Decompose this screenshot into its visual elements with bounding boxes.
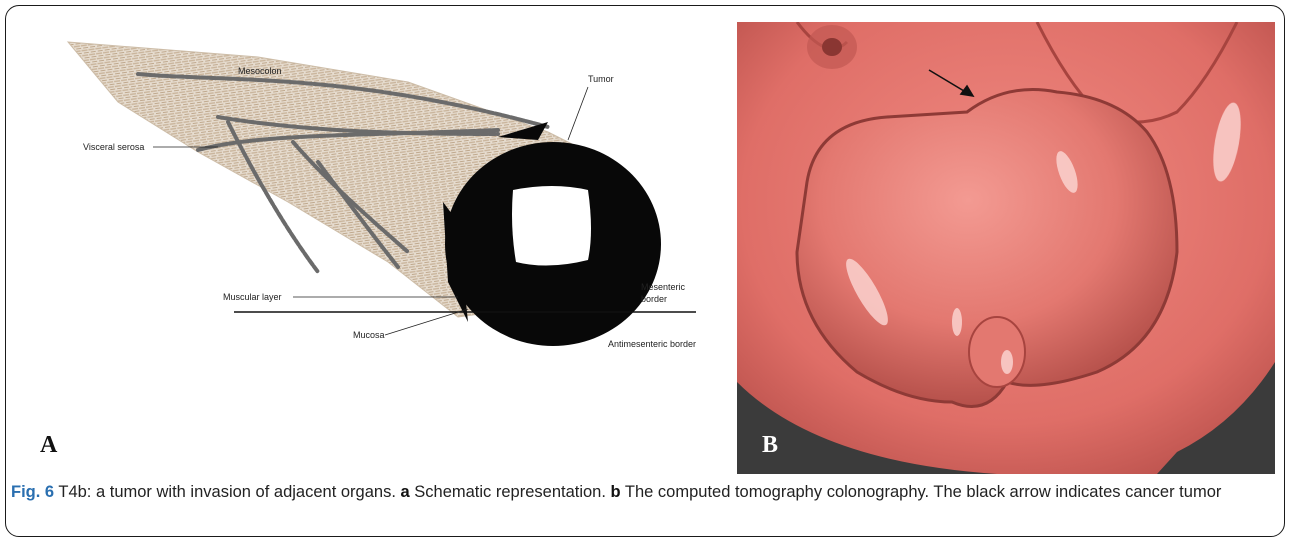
label-mucosa: Mucosa: [353, 330, 385, 340]
caption-part-b: b: [611, 483, 621, 501]
caption-text-1: T4b: a tumor with invasion of adjacent o…: [54, 483, 400, 501]
caption-text-2: Schematic representation.: [410, 483, 611, 501]
panel-a-letter: A: [40, 432, 57, 459]
label-mesocolon: Mesocolon: [238, 66, 282, 76]
caption-text-3: The computed tomography colonography. Th…: [621, 483, 1222, 501]
caption-part-a: a: [400, 483, 409, 501]
figure-caption: Fig. 6 T4b: a tumor with invasion of adj…: [11, 480, 1279, 505]
label-mesenteric-border-1: Mesenteric: [641, 282, 686, 292]
panel-b-ct-image: [737, 22, 1275, 474]
label-visceral-serosa: Visceral serosa: [83, 142, 144, 152]
label-mesenteric-border-2: border: [641, 294, 667, 304]
panel-b-letter: B: [762, 432, 778, 459]
label-antimesenteric-border: Antimesenteric border: [608, 339, 696, 349]
label-tumor: Tumor: [588, 74, 614, 84]
label-muscular-layer: Muscular layer: [223, 292, 282, 302]
figure-number: Fig. 6: [11, 483, 54, 501]
panel-a-schematic: Mesocolon Tumor Visceral serosa Muscular…: [28, 22, 708, 462]
